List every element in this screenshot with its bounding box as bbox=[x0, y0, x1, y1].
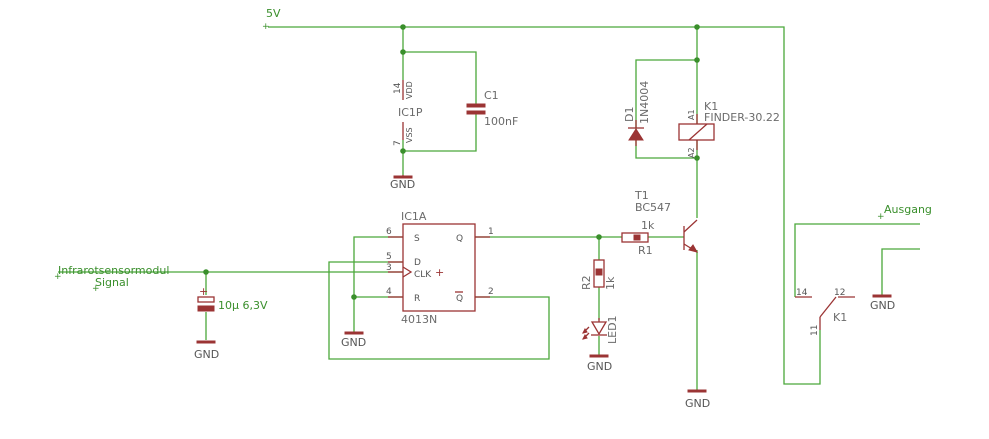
ic1a-pin-clk: CLK bbox=[414, 270, 432, 280]
ground-symbols: GND GND GND GND GND GND bbox=[194, 175, 895, 410]
capacitor-c1: C1 100nF bbox=[466, 89, 518, 128]
relay-k1-coil: K1 FINDER-30.22 A1 A2 bbox=[678, 100, 780, 158]
ic1a-pinnum-1: 1 bbox=[488, 227, 494, 237]
ground-symbol: GND bbox=[390, 175, 415, 191]
ic1p-pin14: 14 bbox=[393, 82, 403, 94]
r2-value: 1k bbox=[604, 276, 617, 290]
ic1a-pin-qn: Q bbox=[456, 294, 463, 304]
c1-name: C1 bbox=[484, 89, 499, 102]
led1: LED1 bbox=[582, 315, 619, 344]
ic1a-flip-flop: IC1A 4013N S D CLK R Q Q 6 5 3 4 1 2 + bbox=[386, 210, 494, 326]
svg-text:+: + bbox=[435, 266, 444, 279]
ground-symbol: GND bbox=[587, 354, 612, 373]
resistor-r1: 1k R1 bbox=[621, 219, 655, 257]
svg-text:+: + bbox=[92, 284, 100, 294]
ic1a-pin-d: D bbox=[414, 258, 421, 268]
gnd-label: GND bbox=[685, 397, 710, 410]
net-labels: 5V Ausgang Infrarotsensormodul Signal + … bbox=[54, 7, 932, 294]
d1-value: 1N4004 bbox=[638, 81, 651, 124]
r2-name: R2 bbox=[580, 275, 593, 290]
led1-name: LED1 bbox=[606, 315, 619, 344]
k1-coil-name: K1 bbox=[704, 100, 718, 113]
gnd-label: GND bbox=[870, 299, 895, 312]
gnd-label: GND bbox=[341, 336, 366, 349]
ic1p-vdd-label: VDD bbox=[405, 81, 414, 99]
ground-symbol: GND bbox=[870, 294, 895, 312]
k1-coil-a2: A2 bbox=[687, 147, 696, 158]
t1-value: BC547 bbox=[635, 201, 671, 214]
ic1p-power-unit: IC1P VDD VSS 14 7 bbox=[393, 80, 423, 146]
k1-contact-name: K1 bbox=[833, 311, 847, 324]
ic1p-name: IC1P bbox=[398, 106, 423, 119]
diode-d1: D1 1N4004 bbox=[623, 81, 651, 146]
net-5v-label: 5V bbox=[266, 7, 281, 20]
ic1a-pinnum-5: 5 bbox=[386, 252, 392, 262]
ic1a-pin-r: R bbox=[414, 294, 420, 304]
wires bbox=[58, 26, 920, 390]
resistor-r2: R2 1k bbox=[580, 259, 617, 290]
net-ir-label-line2: Signal bbox=[95, 276, 129, 289]
ic1a-pinnum-6: 6 bbox=[386, 227, 392, 237]
ic1a-pinnum-3: 3 bbox=[386, 263, 392, 273]
gnd-label: GND bbox=[390, 178, 415, 191]
ground-symbol: GND bbox=[194, 340, 219, 361]
ic1a-part: 4013N bbox=[401, 313, 437, 326]
t1-name: T1 bbox=[634, 189, 649, 202]
k1-contact-pin12: 12 bbox=[834, 288, 845, 298]
ic1p-vss-label: VSS bbox=[405, 127, 414, 143]
k1-contact-pin11: 11 bbox=[810, 325, 820, 336]
svg-text:+: + bbox=[199, 285, 208, 298]
gnd-label: GND bbox=[194, 348, 219, 361]
ic1a-pin-q: Q bbox=[456, 234, 463, 244]
gnd-label: GND bbox=[587, 360, 612, 373]
svg-text:+: + bbox=[54, 272, 62, 282]
ic1a-pinnum-2: 2 bbox=[488, 287, 494, 297]
svg-text:+: + bbox=[877, 212, 885, 222]
net-ir-label-line1: Infrarotsensormodul bbox=[58, 264, 169, 277]
ground-symbol: GND bbox=[685, 389, 710, 410]
d1-name: D1 bbox=[623, 107, 636, 122]
ic1a-pin-s: S bbox=[414, 234, 420, 244]
c1-value: 100nF bbox=[484, 115, 518, 128]
r1-value: 1k bbox=[641, 219, 655, 232]
ground-symbol: GND bbox=[341, 331, 366, 349]
ic1a-name: IC1A bbox=[401, 210, 427, 223]
cap-ir-value: 10µ 6,3V bbox=[218, 299, 268, 312]
k1-coil-a1: A1 bbox=[687, 109, 696, 120]
ic1p-pin7: 7 bbox=[393, 140, 403, 146]
svg-text:+: + bbox=[262, 22, 270, 32]
ic1a-pinnum-4: 4 bbox=[386, 287, 392, 297]
net-ausgang-label: Ausgang bbox=[884, 203, 932, 216]
k1-contact-pin14: 14 bbox=[796, 288, 808, 298]
r1-name: R1 bbox=[638, 244, 653, 257]
junction-dots bbox=[203, 24, 700, 300]
relay-k1-contact: 14 12 11 K1 bbox=[795, 288, 855, 336]
k1-coil-value: FINDER-30.22 bbox=[704, 111, 780, 124]
capacitor-ir-input: + 10µ 6,3V bbox=[197, 285, 268, 312]
transistor-t1: T1 BC547 bbox=[634, 189, 699, 253]
